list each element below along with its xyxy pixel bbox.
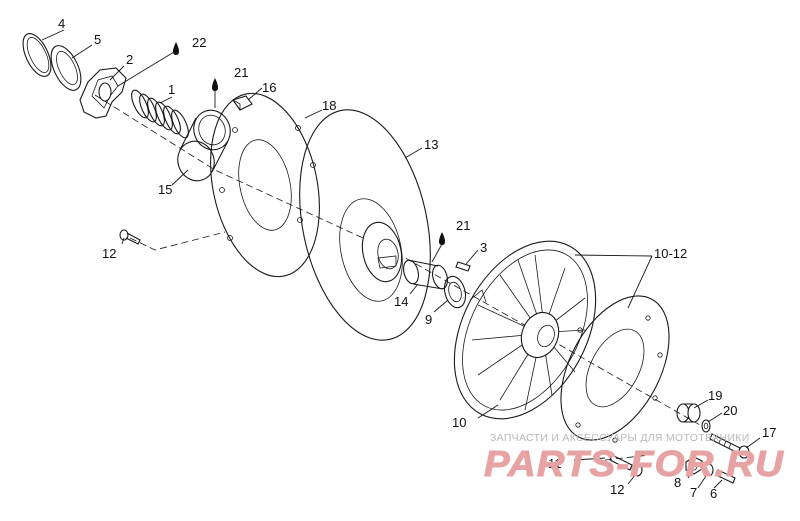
callout-21: 21 — [234, 65, 248, 80]
fixed-sheave-part-10 — [453, 240, 597, 420]
movable-sheave-part-13 — [299, 109, 431, 341]
callout-22: 22 — [192, 35, 206, 50]
grease-drop-icon — [212, 78, 218, 91]
washer-part-7 — [704, 463, 714, 477]
callout-17: 17 — [762, 425, 776, 440]
callout-10: 10 — [452, 415, 466, 430]
callout-8: 8 — [674, 475, 681, 490]
watermark-tagline: ЗАПЧАСТИ И АКСЕССУАРЫ ДЛЯ МОТОТЕХНИКИ — [490, 432, 750, 444]
callout-12: 12 — [610, 482, 624, 497]
callout-13: 13 — [424, 137, 438, 152]
callout-5: 5 — [94, 32, 101, 47]
callout-11: 11 — [548, 456, 562, 471]
watermark: ЗАПЧАСТИ И АКСЕССУАРЫ ДЛЯ МОТОТЕХНИКИ PA… — [484, 432, 784, 485]
callout-4: 4 — [58, 16, 65, 31]
callout-9: 9 — [425, 312, 432, 327]
leader-lines — [41, 29, 761, 489]
callout-18: 18 — [322, 98, 336, 113]
nut-part-8 — [685, 456, 703, 475]
callout-1: 1 — [168, 82, 175, 97]
callout-19: 19 — [708, 388, 722, 403]
sleeve-part-14 — [403, 259, 448, 290]
bolt-part-12-upper — [119, 229, 141, 245]
washer-part-9 — [443, 275, 467, 309]
callout-20: 20 — [723, 403, 737, 418]
callout-14: 14 — [394, 294, 408, 309]
callout-16: 16 — [262, 80, 276, 95]
callout-12: 12 — [102, 246, 116, 261]
callout-7: 7 — [690, 485, 697, 500]
watermark-brand: PARTS-FOR.RU — [484, 443, 784, 484]
callout-2: 2 — [126, 52, 133, 67]
cover-plate-part-18 — [210, 92, 320, 278]
callout-15: 15 — [158, 182, 172, 197]
callout-labels: 4 5 2 22 21 1 16 18 13 15 12 21 3 14 9 1… — [58, 16, 776, 501]
callout-6: 6 — [710, 486, 717, 501]
bolt-part-12-lower — [609, 454, 643, 477]
grease-drop-icon — [439, 232, 445, 245]
spacer-part-19 — [676, 403, 701, 423]
bolt-part-17 — [709, 433, 750, 459]
spring-part-1 — [131, 89, 189, 139]
callout-10-12: 10-12 — [654, 246, 687, 261]
snap-ring-part-4 — [22, 33, 52, 77]
washer-part-20 — [701, 419, 711, 433]
stud-part-6 — [715, 469, 736, 484]
callout-21: 21 — [456, 218, 470, 233]
washer-part-5 — [50, 45, 82, 91]
slider-part-16 — [232, 95, 253, 111]
grease-drop-icon — [173, 42, 179, 55]
key-part-3 — [455, 261, 471, 272]
callout-3: 3 — [480, 240, 487, 255]
bushing-part-15 — [177, 109, 231, 182]
outer-plate-part-11 — [560, 295, 670, 443]
